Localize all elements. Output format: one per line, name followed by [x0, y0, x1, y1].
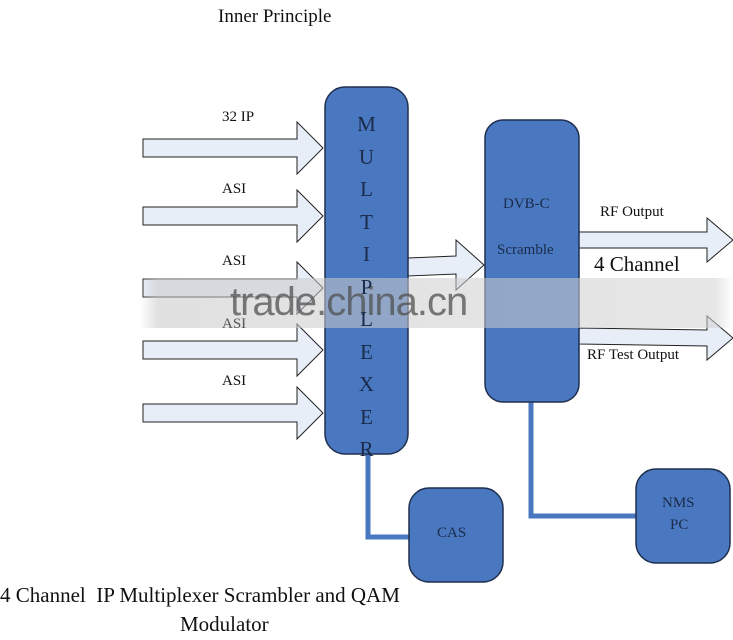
nms-label-line2: PC — [670, 517, 689, 533]
mux-to-scrambler-arrow — [407, 238, 485, 292]
multiplexer-letter: T — [360, 209, 373, 234]
multiplexer-letter: E — [360, 404, 373, 429]
multiplexer-box — [324, 86, 409, 455]
watermark-text: trade.china.cn — [230, 280, 468, 324]
input-arrow — [142, 322, 324, 378]
cas-box — [408, 487, 504, 583]
multiplexer-letter: I — [363, 242, 370, 266]
scrambler-label-line1: DVB-C — [503, 196, 550, 212]
mux-cas-connector — [365, 454, 410, 540]
caption-line2: Modulator — [180, 612, 269, 636]
input-label-asi: ASI — [222, 316, 247, 332]
nms-pc-box — [635, 468, 731, 564]
multiplexer-letter: E — [360, 339, 373, 364]
multiplexer-label: M U L T I P L E X E R — [325, 108, 408, 466]
channel-note: 4 Channel — [594, 252, 680, 276]
cas-label: CAS — [437, 525, 467, 541]
multiplexer-letter: L — [360, 177, 373, 201]
input-label-asi: ASI — [222, 181, 247, 197]
scrambler-label-line2: Scramble — [497, 242, 554, 258]
nms-label-line1: NMS — [662, 495, 695, 511]
input-label-ip: 32 IP — [222, 109, 255, 125]
diagram-title: Inner Principle — [218, 6, 332, 27]
scrambler-box — [484, 119, 580, 403]
input-label-asi: ASI — [222, 253, 247, 269]
rf-test-output-label: RF Test Output — [587, 347, 680, 363]
input-arrow — [142, 120, 324, 176]
rf-output-arrow — [578, 216, 733, 264]
multiplexer-letter: M — [357, 112, 376, 136]
caption-line1: 4 Channel IP Multiplexer Scrambler and Q… — [0, 583, 400, 607]
multiplexer-letter: L — [360, 307, 373, 331]
input-arrow — [142, 385, 324, 441]
input-arrow — [142, 188, 324, 244]
watermark-band — [140, 278, 733, 328]
rf-output-label: RF Output — [600, 204, 664, 220]
multiplexer-letter: U — [358, 144, 375, 169]
multiplexer-letter: R — [359, 437, 374, 461]
input-label-asi: ASI — [222, 373, 247, 389]
multiplexer-letter: P — [360, 274, 373, 299]
scrambler-nms-connector — [528, 402, 638, 519]
multiplexer-letter: X — [358, 372, 375, 396]
